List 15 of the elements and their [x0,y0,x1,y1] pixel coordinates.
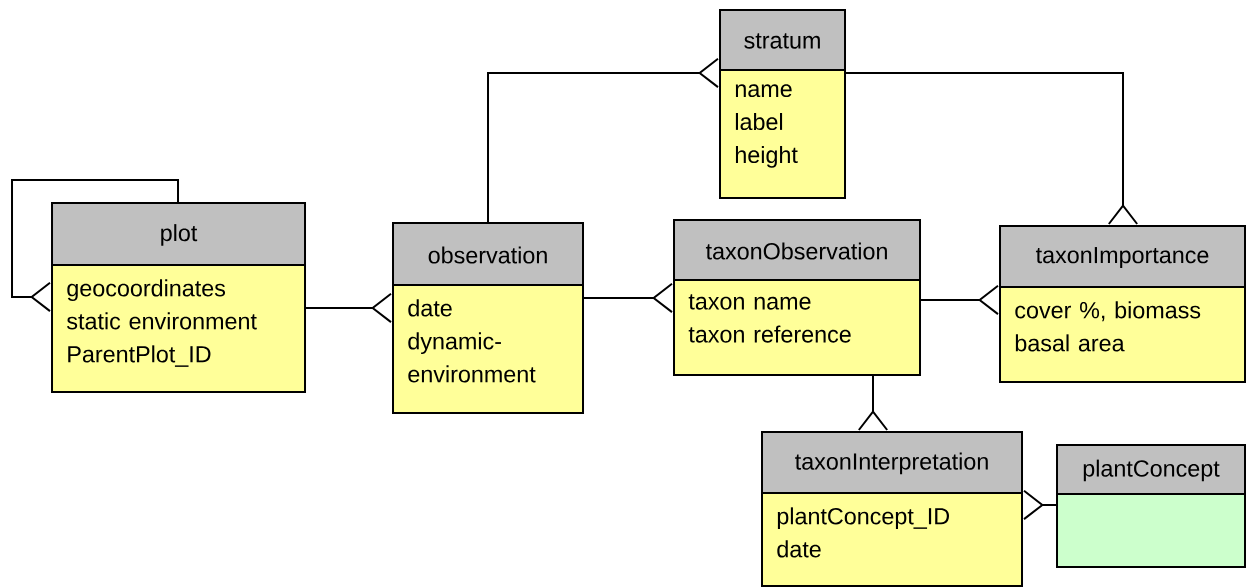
relationship-line [487,57,719,223]
relationship-line [583,282,673,314]
entity-box: taxonImportance cover %, biomass basal area [999,225,1246,383]
relationship-line [11,179,179,313]
entity-box: plot geocoordinates static environment ParentPlot_ID [51,202,306,393]
entity-box: plantConcept [1056,444,1246,568]
relationship-line [920,284,999,316]
entity-box: taxonObservation taxon name taxon reference [673,219,921,376]
relationship-line [845,72,1139,225]
entity-box: taxonInterpretation plantConcept_ID date [761,431,1023,587]
relationship-line [1023,489,1057,521]
relationship-line [305,292,392,324]
entity-box: stratum name label height [719,9,846,199]
relationship-line [857,375,889,431]
entity-box: observation date dynamic- environment [392,222,584,414]
